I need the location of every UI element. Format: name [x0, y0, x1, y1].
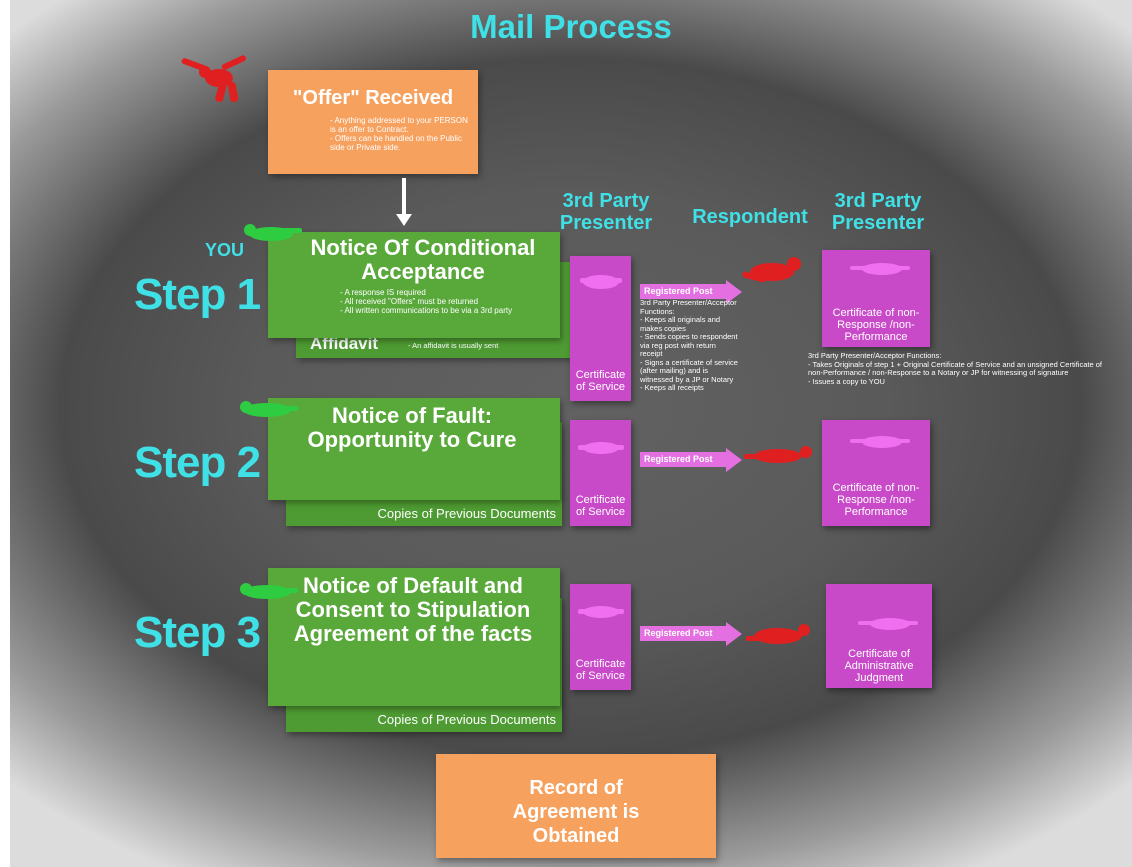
step-1-bullet: - All received "Offers" must be returned	[340, 297, 479, 306]
step-3-notice-box: Notice of Default and Consent to Stipula…	[268, 568, 560, 706]
page-title: Mail Process	[470, 8, 672, 45]
pink-figure-icon	[580, 275, 622, 289]
pink-figure-icon	[578, 442, 624, 454]
certificate-label: Certificate of non-Response /non-Perform…	[832, 482, 920, 518]
functions-item: - Takes Originals of step 1 + Original C…	[808, 359, 1102, 377]
step-1-bullet: - A response IS required	[340, 288, 426, 297]
functions-item: - Signs a certificate of service (after …	[640, 357, 738, 384]
post-label: Registered Post	[644, 286, 713, 296]
arrow-head-icon	[726, 622, 742, 646]
green-figure-icon	[244, 224, 302, 241]
presenter-left-header: 3rd Party Presenter	[559, 190, 653, 234]
functions-item: - Keeps all receipts	[640, 383, 704, 392]
mail-process-diagram: Mail Process "Offer" Received - Anything…	[10, 0, 1132, 867]
arrow-head-icon	[726, 448, 742, 472]
affidavit-label: Affidavit	[310, 334, 378, 353]
pink-figure-icon	[850, 436, 910, 448]
offer-received-box: "Offer" Received - Anything addressed to…	[268, 70, 478, 174]
offer-bullet: - Anything addressed to your PERSON is a…	[330, 116, 468, 134]
copies-label: Copies of Previous Documents	[377, 506, 556, 521]
presenter-functions-right: 3rd Party Presenter/Acceptor Functions: …	[808, 351, 1108, 386]
offer-title: "Offer" Received	[292, 87, 454, 109]
step-2-post-arrow: Registered Post	[640, 452, 726, 467]
certificate-label: Certificate of Service	[575, 658, 626, 682]
step-1-title: Notice Of Conditional Acceptance	[310, 235, 536, 284]
arrow-head-icon	[726, 280, 742, 304]
copies-label: Copies of Previous Documents	[377, 712, 556, 727]
respondent-header: Respondent	[692, 206, 808, 228]
step-2-label: Step 2	[134, 438, 261, 487]
functions-item: - Keeps all originals and makes copies	[640, 315, 721, 333]
step-1-bullets: - A response IS required - All received …	[340, 288, 560, 315]
step-2-title: Notice of Fault: Opportunity to Cure	[307, 403, 517, 452]
step-1-notice-box: Notice Of Conditional Acceptance - A res…	[268, 232, 560, 338]
step-2-certificate-of-service: Certificate of Service	[570, 420, 631, 526]
green-figure-icon	[240, 401, 298, 417]
pink-figure-icon	[858, 618, 918, 630]
certificate-label: Certificate of Administrative Judgment	[844, 648, 914, 684]
offer-bullets: - Anything addressed to your PERSON is a…	[330, 116, 470, 152]
offer-bullet: - Offers can be handled on the Public si…	[330, 134, 462, 152]
red-respondent-icon	[746, 624, 810, 644]
step-1-certificate-non-response: Certificate of non-Response /non-Perform…	[822, 250, 930, 347]
functions-item: - Sends copies to respondent via reg pos…	[640, 332, 738, 358]
red-respondent-icon	[742, 257, 801, 283]
step-1-label: Step 1	[134, 270, 261, 319]
functions-heading: 3rd Party Presenter/Acceptor Functions:	[640, 298, 737, 316]
you-label: YOU	[205, 240, 245, 260]
certificate-label: Certificate of Service	[575, 494, 626, 518]
step-3-label: Step 3	[134, 608, 261, 657]
functions-item: - Issues a copy to YOU	[808, 376, 885, 386]
red-respondent-icon	[744, 446, 812, 463]
step-3-certificate-judgment: Certificate of Administrative Judgment	[826, 584, 932, 688]
down-arrow-icon	[396, 214, 412, 226]
presenter-functions-left: 3rd Party Presenter/Acceptor Functions: …	[640, 298, 740, 393]
step-1-certificate-of-service: Certificate of Service	[570, 256, 631, 401]
step-1-post-arrow: Registered Post	[640, 284, 726, 299]
step-1-bullet: - All written communications to be via a…	[340, 306, 513, 315]
pink-figure-icon	[578, 606, 624, 618]
functions-heading: 3rd Party Presenter/Acceptor Functions:	[808, 351, 942, 360]
step-3-title: Notice of Default and Consent to Stipula…	[293, 573, 533, 646]
step-2-notice-box: Notice of Fault: Opportunity to Cure	[268, 398, 560, 500]
certificate-label: Certificate of non-Response /non-Perform…	[832, 307, 920, 343]
step-2-certificate-non-response: Certificate of non-Response /non-Perform…	[822, 420, 930, 526]
green-figure-icon	[240, 583, 298, 599]
record-of-agreement-box: Record of Agreement is Obtained	[436, 754, 716, 858]
affidavit-note: - An affidavit is usually sent	[408, 340, 499, 350]
record-title: Record of Agreement is Obtained	[512, 777, 640, 847]
red-figure-icon	[181, 55, 246, 103]
certificate-label: Certificate of Service	[575, 369, 626, 393]
step-3-post-arrow: Registered Post	[640, 626, 726, 641]
post-label: Registered Post	[644, 454, 713, 464]
step-3-certificate-of-service: Certificate of Service	[570, 584, 631, 690]
presenter-right-header: 3rd Party Presenter	[831, 190, 925, 234]
down-arrow-shaft	[402, 178, 406, 218]
pink-figure-icon	[850, 263, 910, 275]
post-label: Registered Post	[644, 628, 713, 638]
